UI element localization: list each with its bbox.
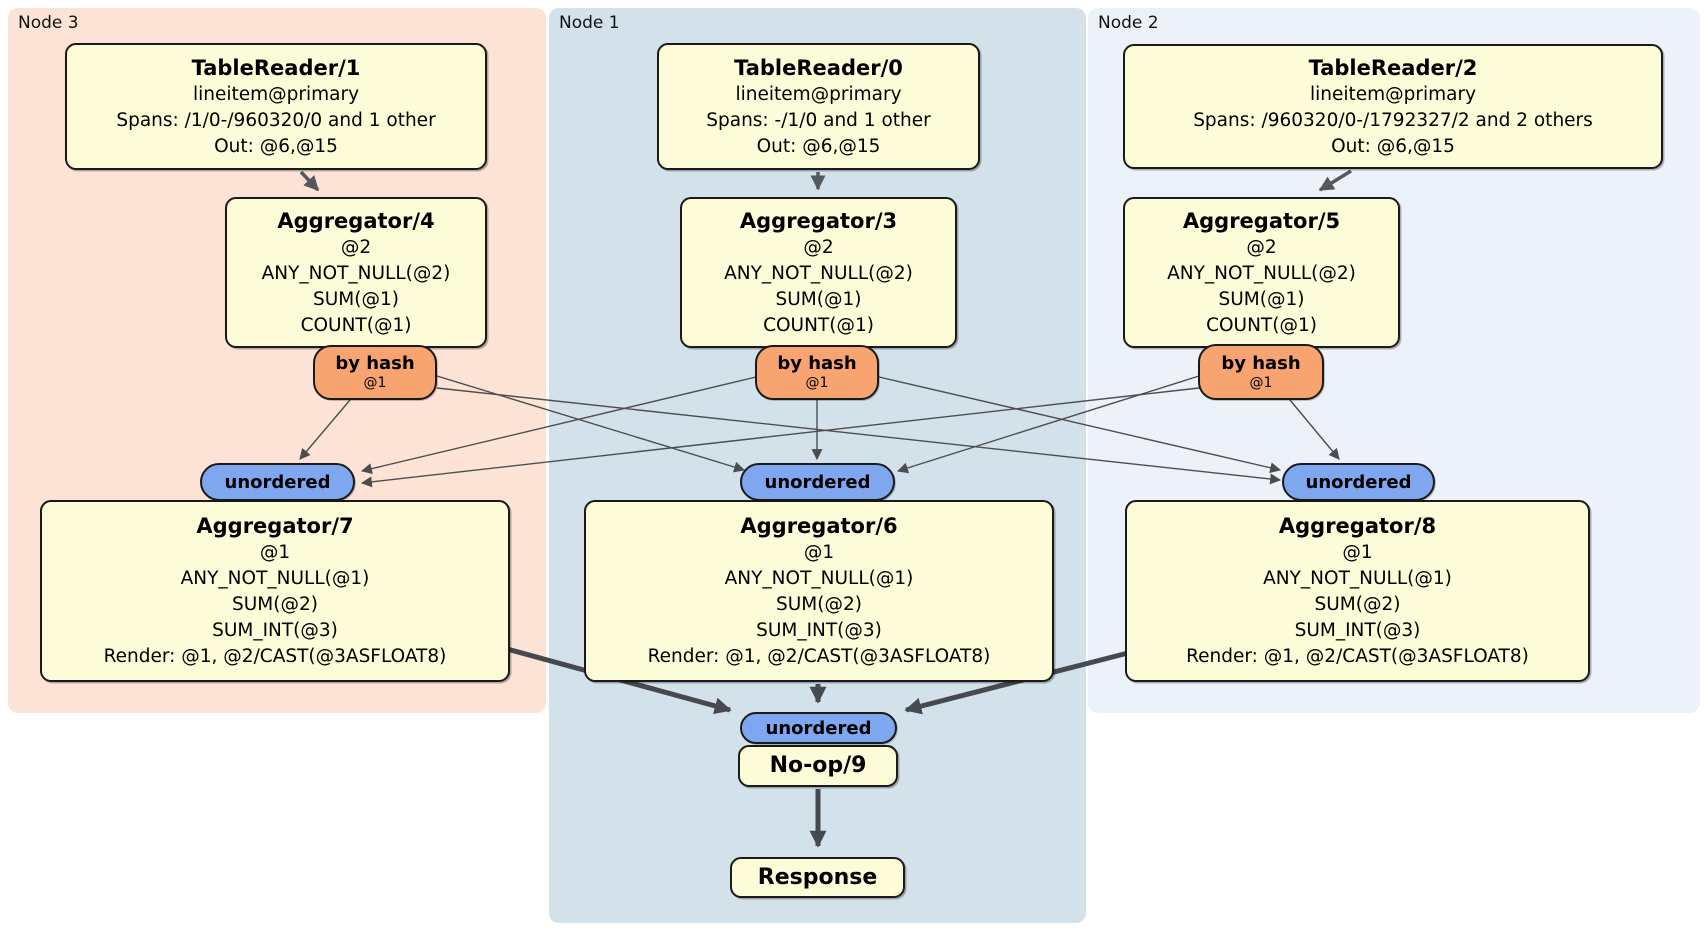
aggregator-6-title: Aggregator/6: [740, 514, 898, 538]
aggregator-6-groupcols: @1: [803, 542, 835, 563]
aggregator-3-title: Aggregator/3: [739, 208, 898, 233]
unordered-sync-node3: unordered: [200, 463, 355, 501]
aggregator-4-title: Aggregator/4: [277, 208, 435, 233]
tablereader-2-title: TableReader/2: [1308, 55, 1478, 80]
by-hash-columns: @1: [1249, 374, 1273, 391]
tablereader-1-title: TableReader/1: [191, 55, 361, 80]
aggregator-7-render: Render: @1, @2/CAST(@3ASFLOAT8): [103, 646, 447, 667]
aggregator-7-fn1: ANY_NOT_NULL(@1): [180, 568, 370, 589]
aggregator-7-groupcols: @1: [259, 542, 291, 563]
region-node2-label: Node 2: [1098, 13, 1159, 33]
edge-hash2-sync2: [1289, 399, 1340, 460]
aggregator-4-groupcols: @2: [340, 236, 372, 258]
aggregator-7-title: Aggregator/7: [196, 514, 354, 538]
tablereader-2-out: Out: @6,@15: [1331, 135, 1455, 157]
aggregator-8-fn3: SUM_INT(@3): [1294, 620, 1421, 641]
aggregator-7-box: Aggregator/7 @1 ANY_NOT_NULL(@1) SUM(@2)…: [40, 500, 510, 682]
by-hash-label: by hash: [335, 353, 415, 374]
region-node1-label: Node 1: [559, 13, 620, 33]
noop-9-title: No-op/9: [769, 753, 867, 778]
aggregator-3-groupcols: @2: [803, 236, 834, 258]
aggregator-8-render: Render: @1, @2/CAST(@3ASFLOAT8): [1186, 646, 1529, 667]
aggregator-6-fn3: SUM_INT(@3): [756, 620, 882, 641]
tablereader-0-title: TableReader/0: [734, 55, 903, 80]
aggregator-5-fn2: SUM(@1): [1218, 288, 1305, 310]
unordered-label: unordered: [764, 471, 871, 493]
by-hash-label: by hash: [1221, 352, 1301, 374]
aggregator-3-fn1: ANY_NOT_NULL(@2): [724, 262, 913, 284]
aggregator-5-groupcols: @2: [1246, 236, 1277, 258]
tablereader-0-out: Out: @6,@15: [756, 135, 881, 157]
aggregator-8-title: Aggregator/8: [1278, 514, 1437, 538]
aggregator-3-fn2: SUM(@1): [775, 288, 862, 310]
aggregator-5-box: Aggregator/5 @2 ANY_NOT_NULL(@2) SUM(@1)…: [1123, 197, 1400, 348]
aggregator-7-fn2: SUM(@2): [232, 594, 318, 615]
edge-hash2-sync3: [360, 387, 1200, 488]
by-hash-columns: @1: [805, 375, 829, 391]
tablereader-1-out: Out: @6,@15: [214, 135, 338, 157]
aggregator-5-title: Aggregator/5: [1182, 208, 1341, 233]
reader-arrows: [299, 169, 1352, 192]
aggregator-4-box: Aggregator/4 @2 ANY_NOT_NULL(@2) SUM(@1)…: [225, 197, 487, 348]
edge-hash3-sync2: [436, 387, 1282, 485]
unordered-label: unordered: [765, 717, 872, 739]
arrow-tr2-agg5: [1318, 169, 1352, 192]
response-box: Response: [730, 857, 905, 898]
response-title: Response: [757, 864, 878, 890]
aggregator-8-fn2: SUM(@2): [1314, 594, 1401, 615]
aggregator-8-fn1: ANY_NOT_NULL(@1): [1263, 568, 1452, 589]
aggregator-6-box: Aggregator/6 @1 ANY_NOT_NULL(@1) SUM(@2)…: [584, 500, 1054, 682]
unordered-sync-node2: unordered: [1282, 463, 1435, 501]
unordered-label: unordered: [224, 471, 331, 493]
noop-9-box: No-op/9: [738, 745, 898, 787]
by-hash-columns: @1: [363, 375, 387, 391]
edge-hash1-sync3: [360, 376, 757, 475]
by-hash-router-node3: by hash @1: [313, 345, 437, 400]
aggregator-5-fn3: COUNT(@1): [1206, 314, 1317, 336]
aggregator-3-box: Aggregator/3 @2 ANY_NOT_NULL(@2) SUM(@1)…: [680, 197, 957, 348]
region-node3-label: Node 3: [18, 13, 79, 33]
aggregator-8-groupcols: @1: [1342, 542, 1373, 563]
aggregator-7-fn3: SUM_INT(@3): [212, 620, 338, 641]
tablereader-2-box: TableReader/2 lineitem@primary Spans: /9…: [1123, 44, 1663, 169]
tablereader-1-index: lineitem@primary: [192, 83, 360, 105]
edge-hash3-sync3: [299, 399, 351, 460]
tablereader-0-spans: Spans: -/1/0 and 1 other: [706, 109, 931, 131]
unordered-sync-node1: unordered: [740, 463, 895, 501]
aggregator-3-fn3: COUNT(@1): [763, 314, 874, 336]
tablereader-2-index: lineitem@primary: [1309, 83, 1477, 105]
edge-hash2-sync1: [896, 375, 1200, 474]
tablereader-1-spans: Spans: /1/0-/960320/0 and 1 other: [116, 109, 436, 131]
by-hash-router-node1: by hash @1: [755, 345, 879, 400]
arrow-tr1-agg4: [299, 170, 320, 192]
tablereader-1-box: TableReader/1 lineitem@primary Spans: /1…: [65, 43, 487, 170]
router-edges: [299, 375, 1340, 488]
aggregator-6-render: Render: @1, @2/CAST(@3ASFLOAT8): [647, 646, 991, 667]
aggregator-6-fn1: ANY_NOT_NULL(@1): [724, 568, 914, 589]
aggregator-8-box: Aggregator/8 @1 ANY_NOT_NULL(@1) SUM(@2)…: [1125, 500, 1590, 682]
tablereader-2-spans: Spans: /960320/0-/1792327/2 and 2 others: [1193, 109, 1593, 131]
edge-hash1-sync2: [878, 376, 1282, 474]
unordered-label: unordered: [1305, 471, 1412, 493]
tablereader-0-box: TableReader/0 lineitem@primary Spans: -/…: [657, 43, 980, 170]
aggregator-6-fn2: SUM(@2): [776, 594, 862, 615]
by-hash-router-node2: by hash @1: [1198, 344, 1324, 400]
by-hash-label: by hash: [777, 353, 857, 374]
aggregator-4-fn1: ANY_NOT_NULL(@2): [261, 262, 451, 284]
aggregator-4-fn3: COUNT(@1): [300, 314, 412, 336]
unordered-sync-final: unordered: [740, 712, 897, 744]
tablereader-0-index: lineitem@primary: [735, 83, 902, 105]
aggregator-5-fn1: ANY_NOT_NULL(@2): [1167, 262, 1356, 284]
edge-hash3-sync1: [436, 375, 746, 473]
aggregator-4-fn2: SUM(@1): [313, 288, 399, 310]
